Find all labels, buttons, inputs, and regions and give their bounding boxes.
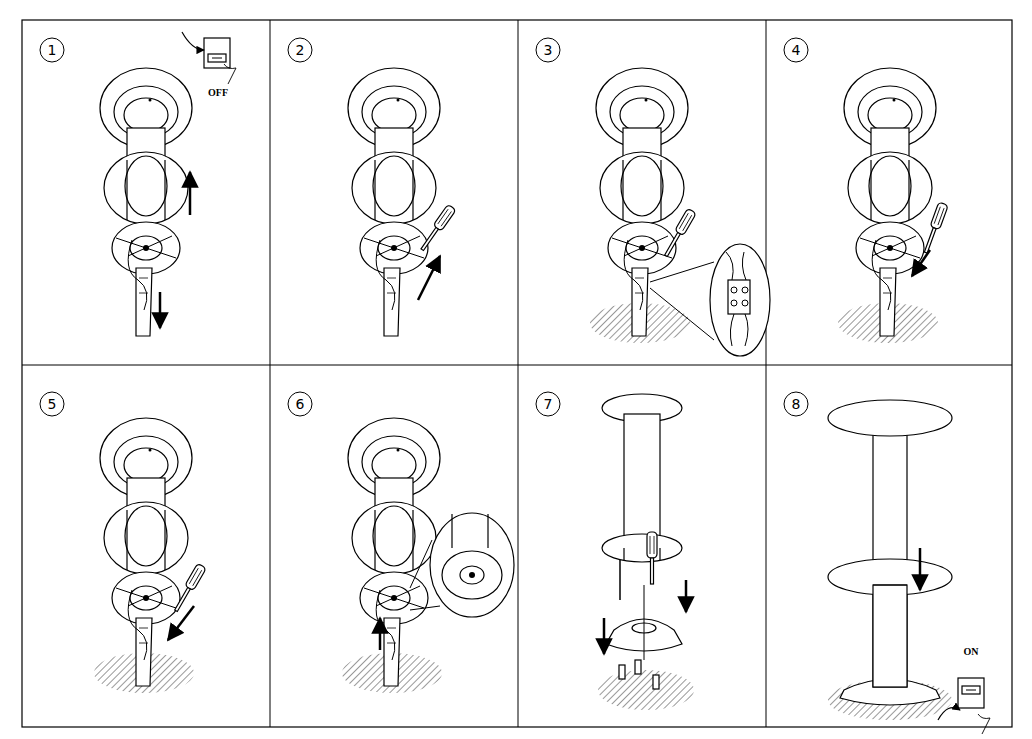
lamp-assembled: [828, 400, 952, 720]
number-circle: [40, 392, 64, 416]
lamp-drawing: [342, 418, 442, 693]
switch-label: OFF: [208, 88, 228, 98]
step-number: 3: [544, 43, 553, 57]
panel-art: [94, 32, 990, 734]
step-number: 8: [792, 397, 801, 411]
number-circle: [784, 38, 808, 62]
step-number: 5: [48, 397, 57, 411]
step-number: 6: [296, 397, 305, 411]
step-number: 4: [792, 43, 801, 57]
screwdriver: [172, 563, 207, 613]
number-circle: [536, 38, 560, 62]
lamp-drawing: [348, 68, 440, 336]
lamp-exploded: [598, 394, 694, 710]
number-circle: [40, 38, 64, 62]
screwdriver: [647, 532, 657, 584]
screwdriver: [418, 204, 456, 252]
number-circle: [784, 392, 808, 416]
step-number: 7: [544, 397, 553, 411]
lamp-drawing: [94, 418, 194, 693]
lamp-drawing: [100, 68, 192, 336]
zoom-detail: [710, 244, 770, 356]
switch-symbol: [938, 678, 990, 734]
lamp-drawing: [838, 68, 938, 343]
number-circle: [288, 392, 312, 416]
number-circle: [288, 38, 312, 62]
switch-symbol: [182, 32, 236, 84]
screwdriver: [662, 208, 697, 258]
lamp-drawing: [590, 68, 690, 343]
panel-grid: [22, 20, 1012, 727]
number-circle: [536, 392, 560, 416]
step-number: 2: [296, 43, 305, 57]
screwdriver: [921, 202, 948, 254]
number-circles: [40, 38, 808, 416]
step-number: 1: [48, 43, 57, 57]
zoom-detail: [430, 513, 514, 617]
switch-label: ON: [964, 647, 979, 657]
